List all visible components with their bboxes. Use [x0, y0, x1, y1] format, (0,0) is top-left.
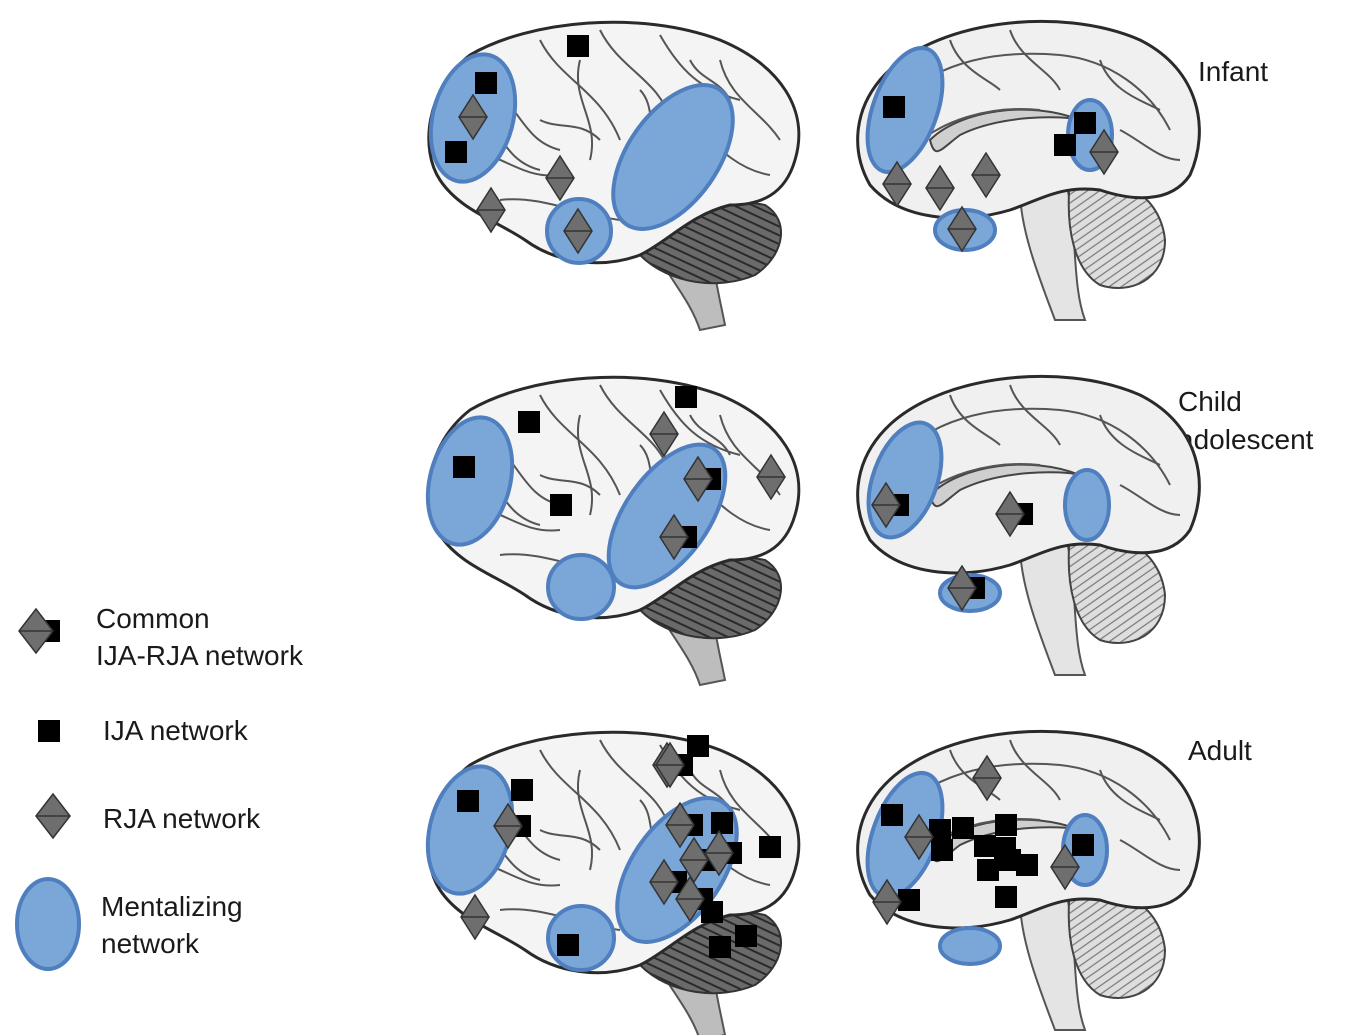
mentalizing-region	[611, 83, 735, 231]
stage-label-adult: Adult	[1188, 735, 1252, 766]
gyrus-line	[719, 59, 781, 141]
mentalizing-region	[546, 553, 616, 621]
medial-gyrus-line	[1009, 384, 1061, 446]
ija-square-marker	[453, 456, 475, 478]
medial-gyrus-line	[1009, 739, 1061, 801]
stage-label-child: Child	[1178, 386, 1242, 417]
medial-gyrus-line	[1119, 484, 1181, 516]
medial-gyrus-line	[1009, 29, 1061, 91]
legend-common-symbol	[18, 607, 60, 655]
lateral-brain-infant	[427, 20, 801, 332]
medial-gyrus-line	[949, 39, 1001, 91]
gyrus-line	[539, 474, 601, 496]
ija-square-marker	[687, 735, 709, 757]
medial-brain-child-adolescent	[856, 374, 1201, 676]
ija-square-marker	[735, 925, 757, 947]
ija-square-marker	[929, 819, 951, 841]
ija-square-marker	[883, 96, 905, 118]
ija-square-marker	[995, 814, 1017, 836]
gyrus-line	[539, 829, 601, 851]
ija-square-marker	[977, 859, 999, 881]
legend-common-label-1: Common	[96, 603, 210, 634]
mentalizing-region	[938, 926, 1002, 966]
ija-square-marker	[445, 141, 467, 163]
medial-gyrus-line	[949, 394, 1001, 446]
legend-mentalizing-label-1: Mentalizing	[101, 891, 243, 922]
ija-square-marker	[1072, 834, 1094, 856]
legend-mentalizing-ellipse-icon	[15, 877, 81, 971]
ija-square-marker	[550, 494, 572, 516]
gyrus-line	[539, 749, 621, 851]
ija-square-marker	[759, 836, 781, 858]
ija-square-marker	[881, 804, 903, 826]
ija-square-marker	[457, 790, 479, 812]
medial-gyrus-line	[1059, 54, 1171, 131]
medial-gyrus-line	[1119, 839, 1181, 871]
medial-brain-adult	[856, 729, 1201, 1031]
legend-common-label-2: IJA-RJA network	[96, 640, 304, 671]
ija-square-marker	[1016, 854, 1038, 876]
stage-label-infant: Infant	[1198, 56, 1268, 87]
medial-gyrus-line	[1099, 59, 1161, 111]
gyrus-line	[577, 769, 593, 871]
ija-square-marker	[952, 817, 974, 839]
ija-square-marker	[709, 936, 731, 958]
gyrus-line	[539, 119, 601, 141]
gyrus-line	[577, 414, 593, 516]
ija-square-marker	[675, 386, 697, 408]
cerebrum-outline	[427, 20, 801, 265]
legend-rja-diamond-icon	[35, 792, 71, 840]
lateral-brain-child-adolescent	[425, 375, 801, 687]
stage-label-adolescent: adolescent	[1178, 424, 1314, 455]
ija-square-marker	[511, 779, 533, 801]
gyrus-line	[539, 39, 621, 141]
mentalizing-region	[615, 796, 739, 944]
corpus-callosum	[928, 463, 1081, 508]
medial-gyrus-line	[1059, 764, 1171, 841]
ija-square-marker	[518, 411, 540, 433]
medial-gyrus-line	[1059, 409, 1171, 486]
lateral-brain-adult	[425, 730, 801, 1035]
ija-square-marker	[557, 934, 579, 956]
ija-square-marker	[1054, 134, 1076, 156]
medial-brain-infant	[856, 19, 1201, 321]
gyrus-line	[539, 394, 621, 496]
legend-ija-square-icon	[38, 720, 60, 742]
mentalizing-region	[1063, 468, 1111, 542]
ija-square-marker	[475, 72, 497, 94]
legend-ija-label: IJA network	[103, 715, 249, 746]
gyrus-line	[577, 59, 593, 161]
corpus-callosum	[928, 108, 1081, 153]
medial-gyrus-line	[1119, 129, 1181, 161]
legend-rja-label: RJA network	[103, 803, 261, 834]
ija-square-marker	[711, 812, 733, 834]
ija-square-marker	[898, 889, 920, 911]
ija-square-marker	[995, 886, 1017, 908]
gyrus-line	[689, 414, 731, 456]
ija-square-marker	[999, 849, 1021, 871]
legend-mentalizing-label-2: network	[101, 928, 200, 959]
ija-square-marker	[567, 35, 589, 57]
brain-panels	[425, 19, 1201, 1035]
ija-square-marker	[974, 835, 996, 857]
mentalizing-region	[425, 415, 515, 547]
medial-gyrus-line	[1099, 769, 1161, 821]
medial-gyrus-line	[1099, 414, 1161, 466]
legend: Common IJA-RJA network IJA network RJA n…	[15, 603, 304, 971]
ija-square-marker	[1074, 112, 1096, 134]
ija-square-marker	[931, 839, 953, 861]
